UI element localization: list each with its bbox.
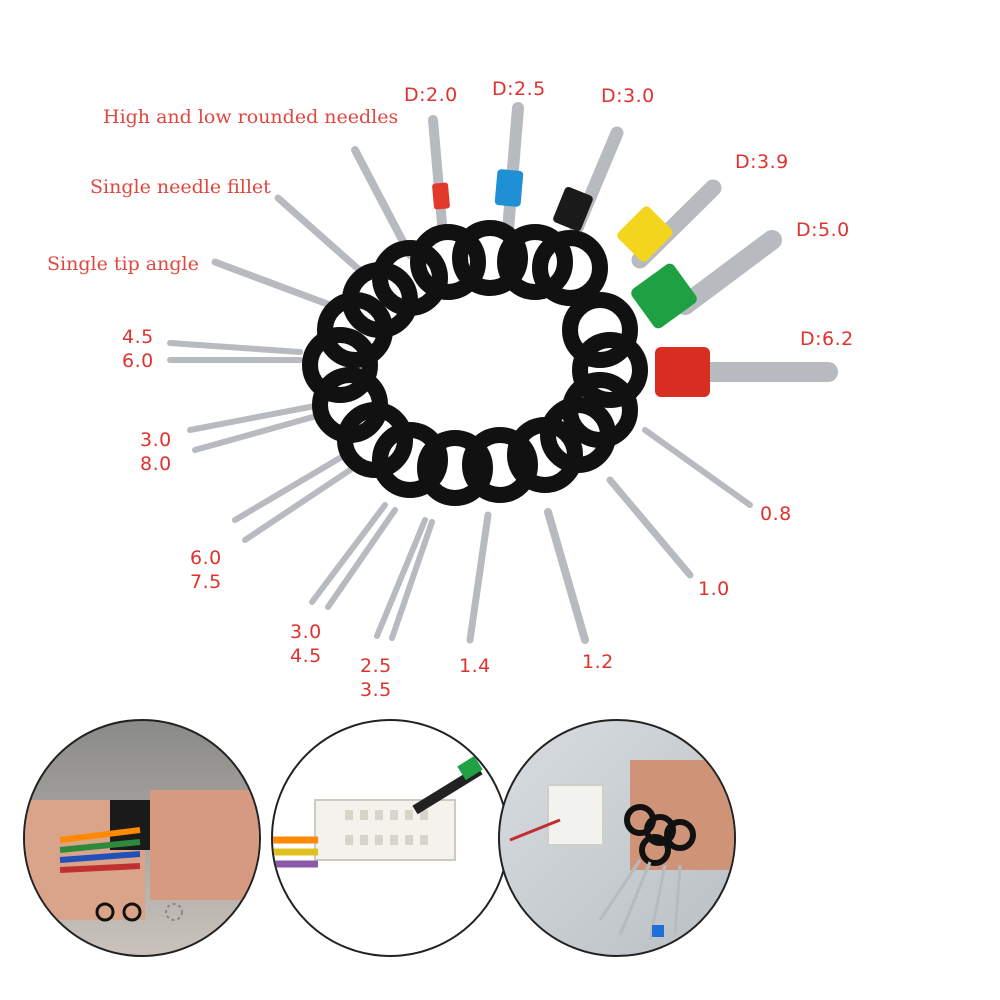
ring-handles [302, 220, 648, 506]
label-d2-5: D:2.5 [492, 78, 546, 100]
label-pin-1-0: 1.0 [698, 578, 730, 600]
label-single-tip-angle: Single tip angle [47, 253, 199, 275]
label-pin-0-8: 0.8 [760, 503, 792, 525]
usage-photo-2 [271, 719, 509, 957]
usage-photo-1 [23, 719, 261, 957]
label-d3-0: D:3.0 [601, 85, 655, 107]
label-pin-1-4: 1.4 [459, 655, 491, 677]
label-pin-1-2: 1.2 [582, 651, 614, 673]
pin-removal-tool-set [167, 102, 838, 644]
usage-photo-3 [498, 719, 736, 957]
steel-needles [167, 102, 838, 644]
color-sleeves [432, 169, 710, 397]
label-d5-0: D:5.0 [796, 219, 850, 241]
label-d3-9: D:3.9 [735, 151, 789, 173]
label-single-needle-fillet: Single needle fillet [90, 176, 271, 198]
label-d6-2: D:6.2 [800, 328, 854, 350]
label-high-low-rounded-needles: High and low rounded needles [103, 106, 399, 128]
label-d2-0: D:2.0 [404, 84, 458, 106]
